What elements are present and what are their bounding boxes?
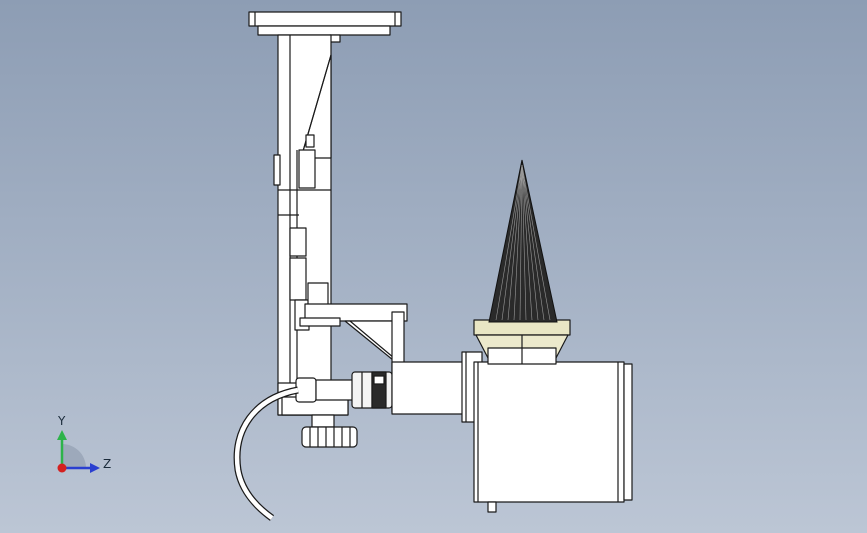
triad-quadrant — [62, 444, 86, 468]
z-axis-arrowhead — [90, 463, 100, 473]
axis-triad[interactable]: Y Z — [44, 410, 124, 480]
z-axis-label: Z — [103, 457, 111, 471]
motor-body — [473, 361, 633, 513]
l-bracket — [299, 282, 408, 413]
nozzle-funnel — [473, 319, 571, 365]
vertical-column — [273, 34, 332, 416]
cable-connector — [295, 371, 393, 409]
top-mounting-plate — [248, 11, 402, 43]
y-axis-arrowhead — [57, 430, 67, 440]
motor-adapter — [391, 351, 483, 423]
y-axis-label: Y — [57, 414, 66, 428]
conical-brush — [488, 159, 558, 323]
x-axis-dot — [57, 463, 67, 473]
